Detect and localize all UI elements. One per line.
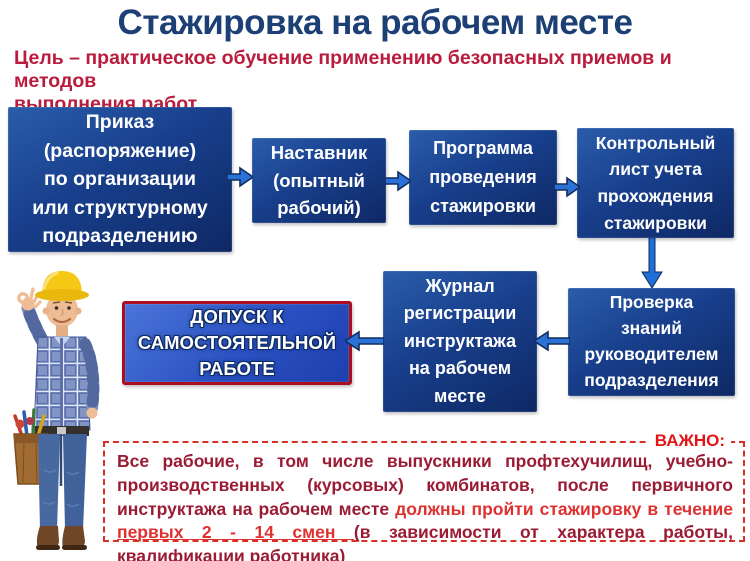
- arrow-left-icon: [345, 330, 384, 352]
- arrow-down-icon: [641, 238, 663, 288]
- flow-box-knowledge-check: Проверка знаний руководителем подразделе…: [568, 288, 735, 396]
- arrow-left-icon: [534, 330, 570, 352]
- flow-box-journal: Журнал регистрации инструктажа на рабоче…: [383, 271, 537, 412]
- flow-box-order: Приказ (распоряжение) по организации или…: [8, 107, 232, 252]
- goal-subtitle: Цель – практическое обучение применению …: [14, 47, 672, 115]
- arrow-right-icon: [385, 170, 411, 192]
- flow-box-control-sheet: Контрольный лист учета прохождения стажи…: [577, 128, 734, 238]
- important-label: ВАЖНО:: [648, 431, 731, 451]
- important-note-box: ВАЖНО: Все рабочие, в том числе выпускни…: [103, 431, 745, 561]
- flow-box-program: Программа проведения стажировки: [409, 130, 557, 225]
- flow-box-mentor: Наставник (опытный рабочий): [252, 138, 386, 223]
- arrow-right-icon: [554, 176, 580, 198]
- arrow-right-icon: [227, 166, 253, 188]
- important-text: Все рабочие, в том числе выпускники проф…: [117, 451, 733, 561]
- page-title: Стажировка на рабочем месте: [117, 3, 633, 42]
- worker-image: [13, 271, 100, 550]
- flow-box-admission: ДОПУСК К САМОСТОЯТЕЛЬНОЙ РАБОТЕ: [122, 301, 352, 385]
